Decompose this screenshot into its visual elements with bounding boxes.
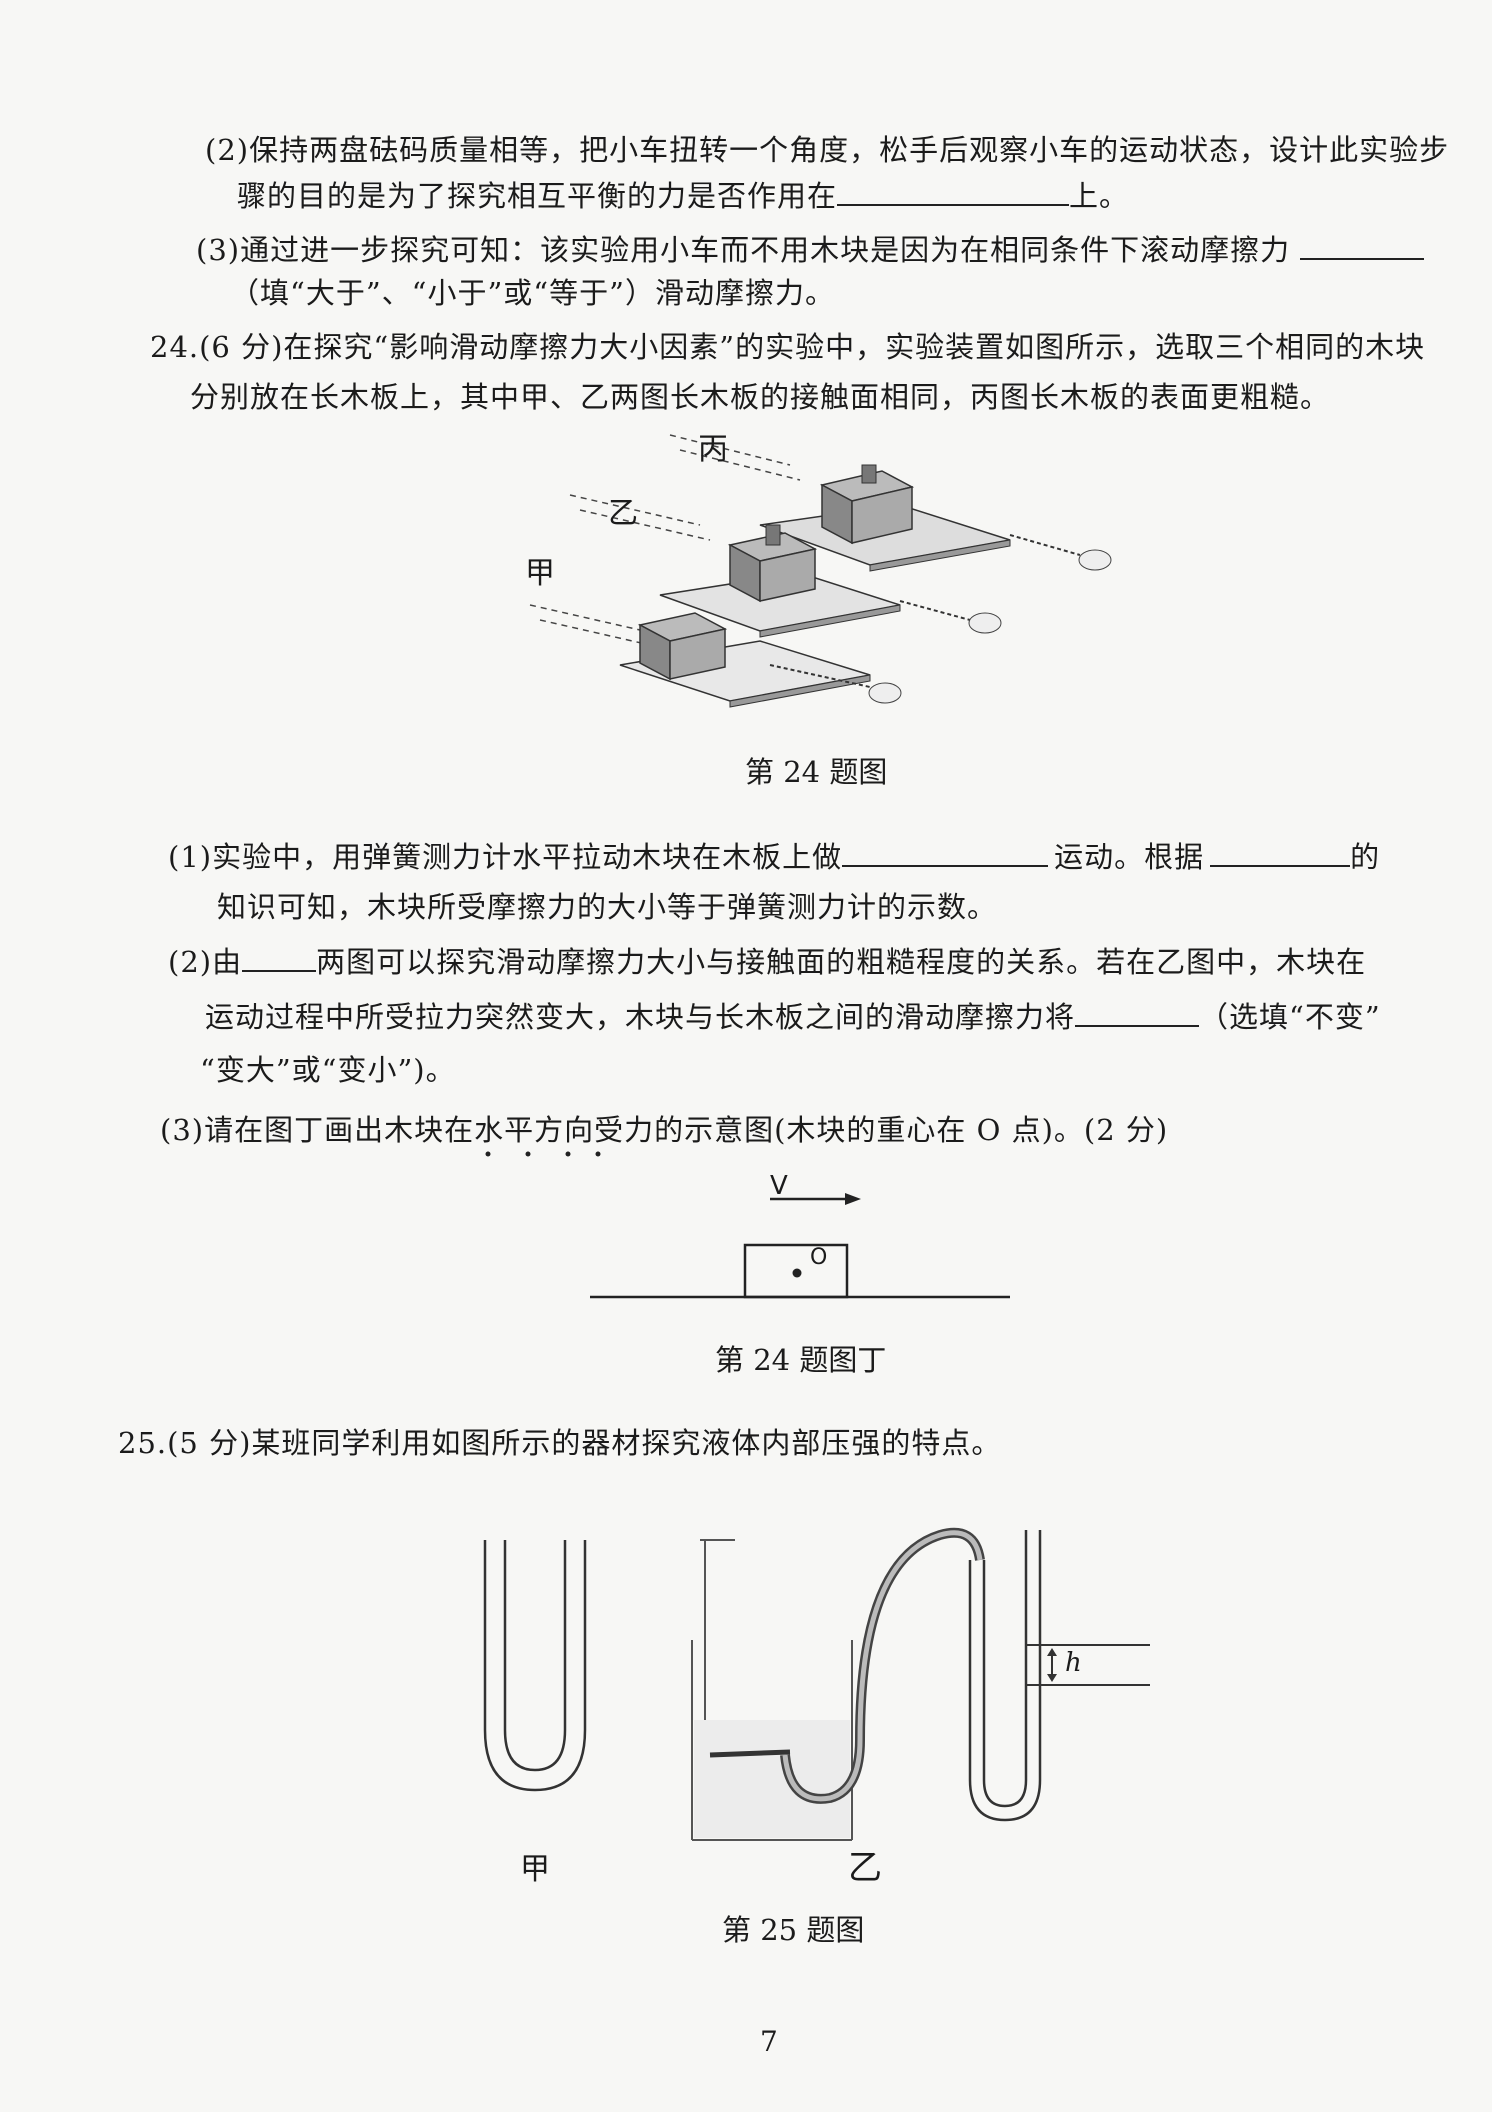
q25-apparatus-figure xyxy=(483,1527,1150,1841)
q24-label-yi: 乙 xyxy=(608,496,638,531)
answer-blank[interactable] xyxy=(1300,228,1425,260)
q24-intro-line2: 分别放在长木板上，其中甲、乙两图长木板的接触面相同，丙图长木板的表面更粗糙。 xyxy=(190,380,1331,414)
q24-part1-text2: 运动。根据 xyxy=(1054,840,1205,874)
q24-ding-caption: 第 24 题图丁 xyxy=(715,1343,887,1377)
q25-label-jia: 甲 xyxy=(520,1852,550,1887)
q24-part2-line1: (2)由 两图可以探究滑动摩擦力大小与接触面的粗糙程度的关系。若在乙图中，木块在 xyxy=(168,940,1366,982)
q25-figure-caption: 第 25 题图 xyxy=(722,1913,865,1947)
answer-blank[interactable] xyxy=(1075,995,1200,1027)
q24-ding-figure xyxy=(590,1193,1010,1299)
center-of-gravity-label: O xyxy=(810,1245,828,1270)
q24-part1-line1: (1)实验中，用弹簧测力计水平拉动木块在木板上做 运动。根据 的 xyxy=(168,835,1380,877)
q23-part2-line1: (2)保持两盘砝码质量相等，把小车扭转一个角度，松手后观察小车的运动状态，设计此… xyxy=(205,133,1450,167)
q23-part3-text: (3)通过进一步探究可知：该实验用小车而不用木块是因为在相同条件下滚动摩擦力 xyxy=(196,233,1291,267)
q25-intro: 25.(5 分)某班同学利用如图所示的器材探究液体内部压强的特点。 xyxy=(118,1426,1002,1460)
q24-part1-text1: (1)实验中，用弹簧测力计水平拉动木块在木板上做 xyxy=(168,840,843,874)
q24-part2-line3: “变大”或“变小”)。 xyxy=(200,1053,456,1087)
q24-part2-text1: (2)由 xyxy=(168,945,243,979)
q24-intro-line1: 24.(6 分)在探究“影响滑动摩擦力大小因素”的实验中，实验装置如图所示，选取… xyxy=(150,330,1426,364)
q23-part2-tail: 上。 xyxy=(1069,179,1130,213)
answer-blank[interactable] xyxy=(242,940,317,972)
q24-figure-caption: 第 24 题图 xyxy=(745,755,888,789)
q24-part2-line2: 运动过程中所受拉力突然变大，木块与长木板之间的滑动摩擦力将 （选填“不变” xyxy=(205,995,1381,1037)
q25-label-yi: 乙 xyxy=(848,1848,882,1888)
q24-label-bing: 丙 xyxy=(698,432,728,467)
q23-part3-line1: (3)通过进一步探究可知：该实验用小车而不用木块是因为在相同条件下滚动摩擦力 xyxy=(196,228,1425,270)
q24-part1-line2: 知识可知，木块所受摩擦力的大小等于弹簧测力计的示数。 xyxy=(217,890,998,924)
velocity-label: V xyxy=(770,1171,788,1201)
q24-part2-text2: 两图可以探究滑动摩擦力大小与接触面的粗糙程度的关系。若在乙图中，木块在 xyxy=(316,945,1367,979)
q24-apparatus-figure xyxy=(529,434,1112,708)
answer-blank[interactable] xyxy=(837,174,1070,206)
q23-part2-text: 骤的目的是为了探究相互平衡的力是否作用在 xyxy=(237,179,838,213)
height-difference-label: h xyxy=(1065,1648,1082,1678)
q24-part2-text4: （选填“不变” xyxy=(1199,1000,1381,1034)
emphasis-dots xyxy=(485,1151,601,1157)
answer-blank[interactable] xyxy=(842,835,1049,867)
q24-part3: (3)请在图丁画出木块在水平方向受力的示意图(木块的重心在 O 点)。(2 分) xyxy=(160,1113,1169,1147)
q24-part1-text3: 的 xyxy=(1350,840,1381,874)
page-number: 7 xyxy=(760,2025,778,2058)
q23-part2-line2: 骤的目的是为了探究相互平衡的力是否作用在 上。 xyxy=(237,174,1129,216)
q23-part3-line2: （填“大于”、“小于”或“等于”）滑动摩擦力。 xyxy=(230,276,835,310)
q24-part2-text3: 运动过程中所受拉力突然变大，木块与长木板之间的滑动摩擦力将 xyxy=(205,1000,1076,1034)
answer-blank[interactable] xyxy=(1210,835,1351,867)
q24-label-jia: 甲 xyxy=(525,556,555,591)
